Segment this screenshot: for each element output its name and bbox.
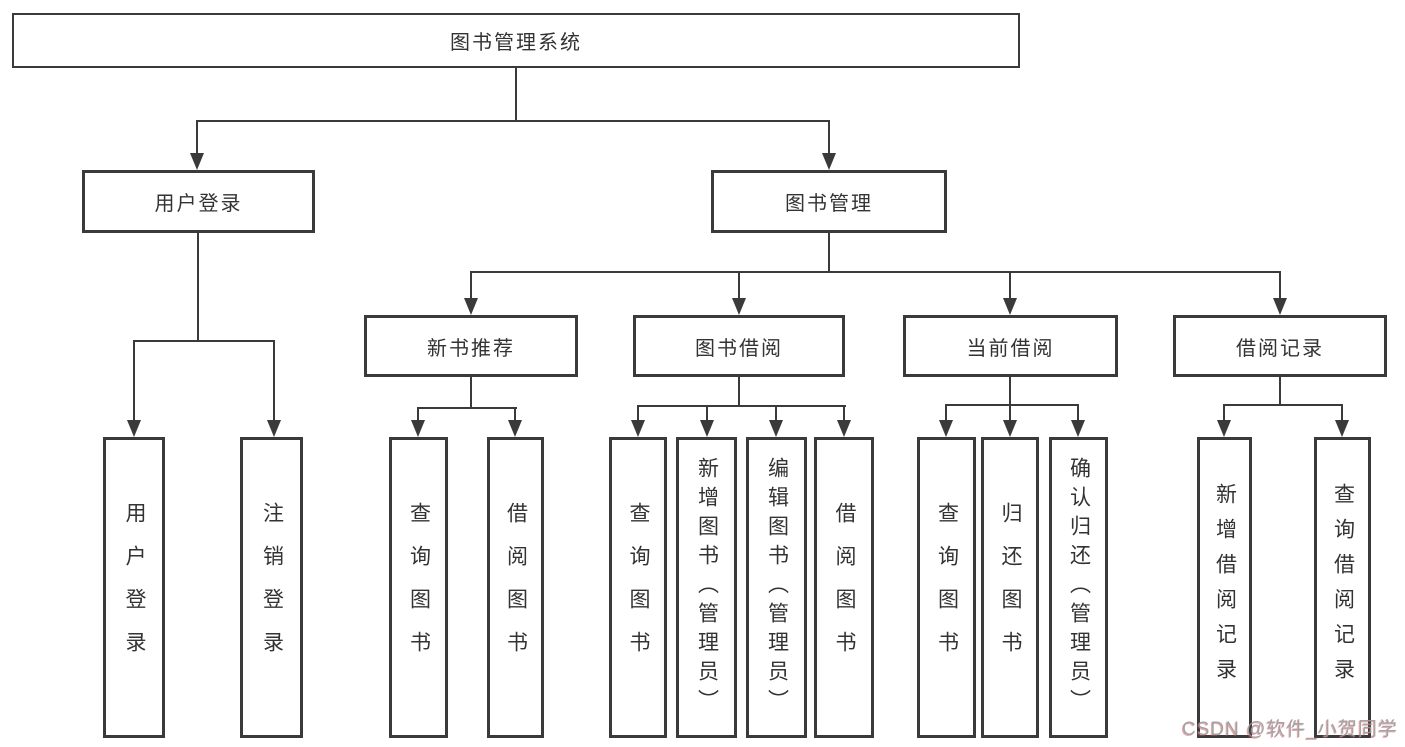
leaf-query-books-borrowing: 查询图书 bbox=[609, 437, 667, 738]
leaf-borrow-books-label: 借阅图书 bbox=[833, 501, 856, 674]
connector-line bbox=[738, 377, 740, 407]
leaf-query-books-recommend: 查询图书 bbox=[389, 437, 448, 738]
node-borrow-records: 借阅记录 bbox=[1173, 315, 1387, 377]
connector-line bbox=[1009, 271, 1011, 298]
arrow-down-icon bbox=[939, 420, 953, 437]
leaf-borrow-books-recommend: 借阅图书 bbox=[487, 437, 544, 738]
node-root-label: 图书管理系统 bbox=[450, 32, 582, 54]
connector-line bbox=[1009, 404, 1011, 420]
leaf-query-borrow-record-label: 查询借阅记录 bbox=[1331, 482, 1355, 693]
connector-line bbox=[133, 340, 275, 342]
connector-line bbox=[470, 271, 1281, 273]
arrow-down-icon bbox=[631, 420, 645, 437]
connector-line bbox=[470, 271, 472, 298]
node-user-login: 用户登录 bbox=[82, 170, 315, 233]
connector-line bbox=[843, 405, 845, 420]
leaf-add-books-admin-label: 新增图书（管理员） bbox=[695, 457, 719, 718]
arrow-down-icon bbox=[267, 420, 281, 437]
node-book-borrowing-label: 图书借阅 bbox=[695, 337, 783, 360]
arrow-down-icon bbox=[822, 153, 836, 170]
node-current-borrowing: 当前借阅 bbox=[903, 315, 1118, 377]
leaf-add-books-admin: 新增图书（管理员） bbox=[676, 437, 737, 738]
leaf-logout-label: 注销登录 bbox=[260, 501, 284, 674]
connector-line bbox=[828, 120, 830, 153]
node-book-borrowing: 图书借阅 bbox=[633, 315, 845, 377]
connector-line bbox=[945, 404, 947, 420]
leaf-edit-books-admin: 编辑图书（管理员） bbox=[746, 437, 807, 738]
arrow-down-icon bbox=[1003, 420, 1017, 437]
node-user-login-label: 用户登录 bbox=[154, 193, 243, 215]
connector-line bbox=[196, 120, 830, 122]
connector-line bbox=[775, 405, 777, 420]
leaf-query-books-recommend-label: 查询图书 bbox=[407, 501, 431, 674]
arrow-down-icon bbox=[127, 420, 141, 437]
leaf-return-books-label: 归还图书 bbox=[999, 501, 1022, 674]
arrow-down-icon bbox=[508, 420, 522, 437]
connector-line bbox=[417, 407, 419, 420]
connector-line bbox=[637, 405, 639, 420]
leaf-borrow-books-recommend-label: 借阅图书 bbox=[504, 501, 528, 674]
leaf-user-login-label: 用户登录 bbox=[123, 501, 146, 674]
leaf-query-books-current-label: 查询图书 bbox=[935, 501, 959, 674]
arrow-down-icon bbox=[190, 153, 204, 170]
connector-line bbox=[196, 120, 198, 153]
leaf-query-books-borrowing-label: 查询图书 bbox=[627, 501, 650, 674]
connector-line bbox=[945, 404, 1079, 406]
connector-line bbox=[706, 405, 708, 420]
leaf-query-books-current: 查询图书 bbox=[917, 437, 976, 738]
node-new-book-recommend-label: 新书推荐 bbox=[427, 337, 515, 360]
connector-line bbox=[1279, 377, 1281, 406]
connector-line bbox=[828, 233, 830, 273]
node-book-management: 图书管理 bbox=[711, 170, 947, 233]
leaf-add-borrow-record-label: 新增借阅记录 bbox=[1213, 482, 1237, 693]
watermark: CSDN @软件_小贺同学 bbox=[1182, 719, 1398, 740]
connector-line bbox=[470, 377, 472, 409]
leaf-confirm-return-admin: 确认归还（管理员） bbox=[1049, 437, 1108, 738]
connector-line bbox=[1077, 404, 1079, 420]
connector-line bbox=[515, 68, 517, 121]
connector-line bbox=[1341, 404, 1343, 420]
leaf-add-borrow-record: 新增借阅记录 bbox=[1197, 437, 1252, 738]
leaf-query-borrow-record: 查询借阅记录 bbox=[1314, 437, 1371, 738]
leaf-confirm-return-admin-label: 确认归还（管理员） bbox=[1067, 457, 1091, 718]
arrow-down-icon bbox=[700, 420, 714, 437]
arrow-down-icon bbox=[732, 298, 746, 315]
connector-line bbox=[1223, 404, 1225, 420]
connector-line bbox=[514, 407, 516, 420]
arrow-down-icon bbox=[1335, 420, 1349, 437]
connector-line bbox=[417, 407, 517, 409]
arrow-down-icon bbox=[1071, 420, 1085, 437]
arrow-down-icon bbox=[837, 420, 851, 437]
node-current-borrowing-label: 当前借阅 bbox=[966, 337, 1055, 360]
arrow-down-icon bbox=[769, 420, 783, 437]
node-borrow-records-label: 借阅记录 bbox=[1236, 337, 1324, 360]
node-root-system: 图书管理系统 bbox=[12, 13, 1020, 68]
leaf-return-books: 归还图书 bbox=[981, 437, 1039, 738]
connector-line bbox=[1279, 271, 1281, 298]
arrow-down-icon bbox=[411, 420, 425, 437]
connector-line bbox=[738, 271, 740, 298]
connector-line bbox=[273, 340, 275, 420]
connector-line bbox=[637, 405, 846, 407]
connector-line bbox=[133, 340, 135, 420]
connector-line bbox=[197, 233, 199, 341]
arrow-down-icon bbox=[464, 298, 478, 315]
connector-line bbox=[1009, 377, 1011, 406]
arrow-down-icon bbox=[1217, 420, 1231, 437]
leaf-logout: 注销登录 bbox=[240, 437, 303, 738]
node-book-management-label: 图书管理 bbox=[785, 193, 873, 215]
arrow-down-icon bbox=[1003, 298, 1017, 315]
node-new-book-recommend: 新书推荐 bbox=[364, 315, 578, 377]
leaf-borrow-books: 借阅图书 bbox=[814, 437, 874, 738]
leaf-edit-books-admin-label: 编辑图书（管理员） bbox=[765, 457, 789, 718]
leaf-user-login: 用户登录 bbox=[103, 437, 165, 738]
arrow-down-icon bbox=[1273, 298, 1287, 315]
connector-line bbox=[1223, 404, 1343, 406]
